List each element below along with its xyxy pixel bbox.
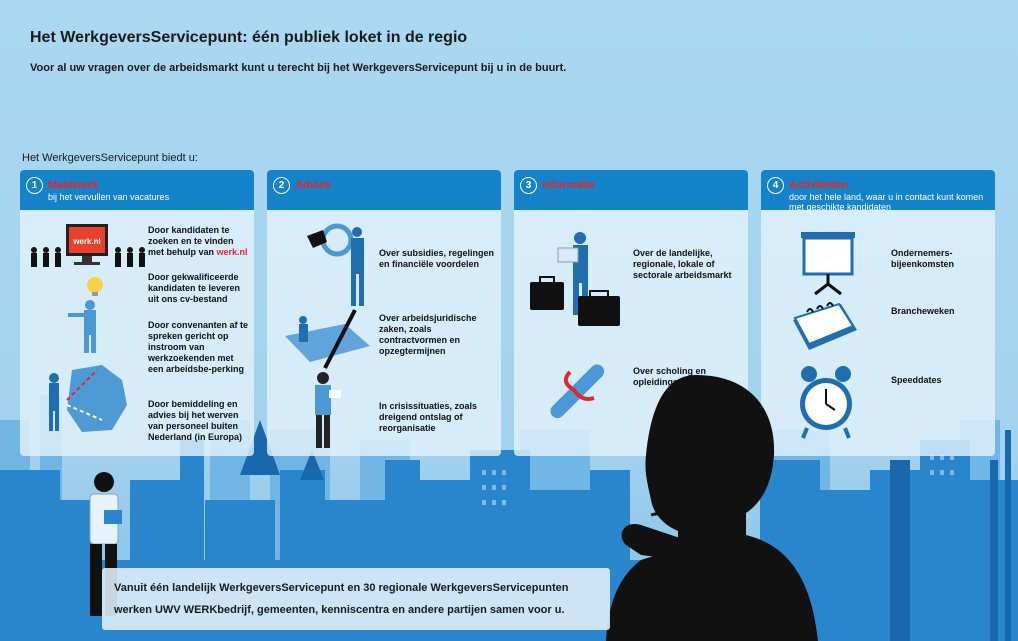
panel-number: 2 — [273, 177, 290, 194]
calendar-notepad-icon — [793, 302, 857, 350]
magnifier-person-icon — [307, 223, 364, 306]
panel-item: Over subsidies, regelingen en financiële… — [379, 248, 495, 269]
panel-item: Brancheweken — [891, 306, 955, 316]
panel-header: 2 Advies — [267, 170, 501, 210]
panel-title: Activiteiten — [789, 179, 849, 191]
panel-header: 1 Maatwerk bij het vervullen van vacatur… — [20, 170, 254, 210]
werk-nl-link[interactable]: werk.nl — [216, 247, 248, 257]
intro-text: Het WerkgeversServicepunt biedt u: — [22, 152, 198, 164]
panel-item: Speeddates — [891, 375, 942, 385]
panel-item: Over scholing en opleidingen — [633, 366, 707, 387]
projection-screen-icon — [801, 232, 855, 296]
panel-header: 4 Activiteiten door het hele land, waar … — [761, 170, 995, 212]
panel-number: 1 — [26, 177, 43, 194]
panel-maatwerk: 1 Maatwerk bij het vervullen van vacatur… — [20, 170, 254, 456]
panel-item: Door gekwalificeerde kandidaten te lever… — [148, 272, 241, 304]
europe-map-person-icon — [49, 365, 127, 432]
panel-title: Informatie — [542, 179, 596, 191]
panel-item: Door kandidaten te zoeken en te vinden m… — [148, 225, 248, 258]
panel-subtitle: bij het vervullen van vacatures — [48, 192, 170, 202]
page-title: Het WerkgeversServicepunt: één publiek l… — [30, 29, 468, 46]
page-subtitle: Voor al uw vragen over de arbeidsmarkt k… — [30, 62, 567, 74]
panel-item: Over de landelijke, regionale, lokale of… — [633, 248, 732, 280]
lightbulb-person-icon — [68, 277, 103, 353]
alarm-clock-icon — [800, 366, 852, 439]
panel-number: 4 — [767, 177, 784, 194]
panel-item: Ondernemers-bijeenkomsten — [891, 248, 955, 269]
panel-activiteiten: 4 Activiteiten door het hele land, waar … — [761, 170, 995, 456]
person-briefcases-icon — [530, 232, 620, 326]
computer-people-icon: werk.nl — [31, 224, 145, 267]
panel-item: In crisissituaties, zoals dreigend ontsl… — [379, 401, 478, 433]
person-reading-icon — [315, 372, 341, 448]
diploma-scroll-icon — [550, 364, 605, 419]
panel-advies: 2 Advies Over subsidies, regelingen en f… — [267, 170, 501, 456]
panel-title: Maatwerk — [48, 179, 99, 191]
panel-item: Door bemiddeling en advies bij het werve… — [148, 399, 243, 442]
item-text: Door kandidaten te zoeken en te vinden m… — [148, 225, 234, 257]
footer-box — [102, 568, 610, 630]
thinking-person-silhouette — [606, 375, 818, 641]
panel-item: Door convenanten af te spreken gericht o… — [148, 320, 249, 374]
werk-nl-screen-label: werk.nl — [72, 237, 101, 246]
panel-title: Advies — [295, 179, 332, 191]
panel-subtitle: door het hele land, waar u in contact ku… — [789, 192, 984, 212]
footer-text: Vanuit één landelijk WerkgeversServicepu… — [114, 582, 569, 616]
document-pen-icon — [285, 309, 370, 369]
panel-number: 3 — [520, 177, 537, 194]
panel-header: 3 Informatie — [514, 170, 748, 210]
panel-item: Over arbeidsjuridische zaken, zoals cont… — [379, 313, 477, 356]
